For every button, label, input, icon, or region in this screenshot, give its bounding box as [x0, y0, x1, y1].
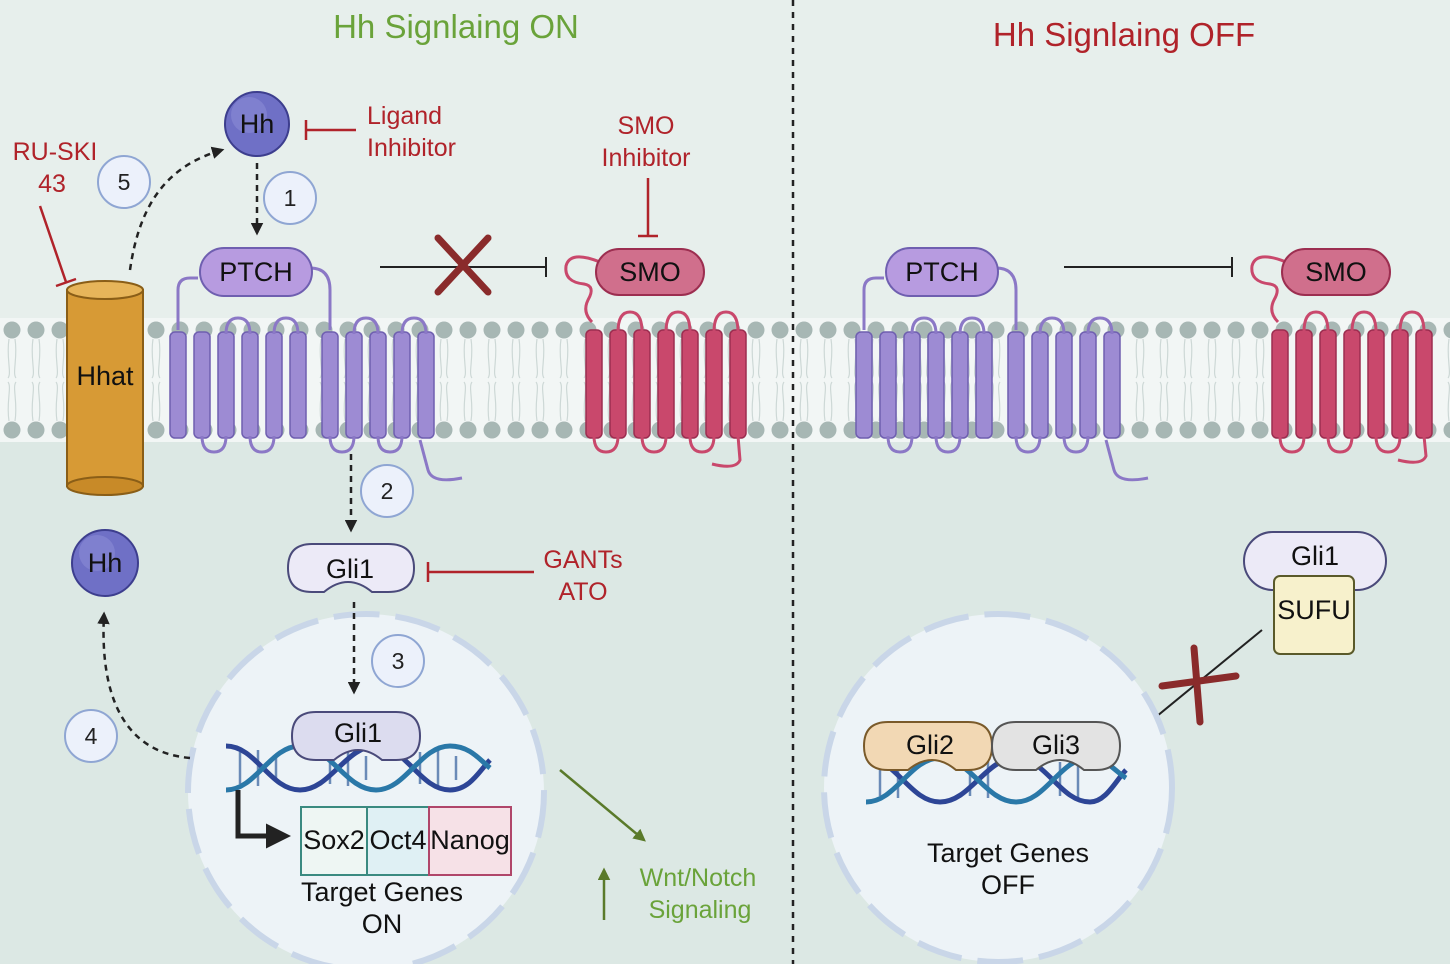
- ruski-inhibition-line: [38, 205, 77, 288]
- step4-arrow: [97, 611, 191, 760]
- smo-inhibition-line: [638, 178, 658, 238]
- hh-top-label: Hh: [240, 109, 275, 139]
- gli1-off-label: Gli1: [1291, 541, 1339, 571]
- ligand-inhibitor-line1: Ligand: [367, 102, 442, 130]
- gli1-sufu-complex: Gli1 SUFU: [1243, 531, 1387, 655]
- smo-inhibitor-line2: Inhibitor: [602, 144, 691, 172]
- gli2-repressor: Gli2: [862, 721, 994, 771]
- smo-on-label: SMO: [619, 257, 681, 287]
- wnt-notch-line2: Signaling: [649, 896, 752, 924]
- target-genes-on-line2: ON: [362, 909, 403, 939]
- step-1-label: 1: [284, 185, 297, 211]
- ruski-label-line1: RU-SKI: [13, 138, 98, 166]
- gants-label-line2: ATO: [558, 578, 607, 606]
- nanog-label: Nanog: [430, 825, 510, 855]
- gli2-label: Gli2: [906, 730, 954, 760]
- gli1-cytoplasm: Gli1: [286, 543, 416, 593]
- target-genes-off-line2: OFF: [981, 870, 1035, 900]
- gants-inhibition-line: [426, 562, 534, 582]
- step-2-label: 2: [381, 478, 394, 504]
- ptch-receptor-on: PTCH: [169, 247, 463, 482]
- wnt-notch-output-arrow: [559, 769, 646, 842]
- step5-arrow: [128, 146, 225, 271]
- transcription-arrow: [235, 790, 291, 849]
- target-genes-off-line1: Target Genes: [927, 838, 1089, 868]
- gli1-nucleus: Gli1: [290, 711, 422, 761]
- smo-inhibitor-line1: SMO: [618, 112, 675, 140]
- blocked-cross-on: [434, 234, 492, 296]
- step-4-label: 4: [85, 723, 98, 749]
- off-panel-title: Hh Signlaing OFF: [993, 16, 1255, 53]
- step-5-label: 5: [118, 169, 131, 195]
- gants-label-line1: GANTs: [543, 546, 622, 574]
- dna-helix-on: [225, 743, 492, 793]
- gli1-cyto-label: Gli1: [326, 554, 374, 584]
- ptch-receptor-off: PTCH: [855, 247, 1149, 482]
- gli3-repressor: Gli3: [990, 721, 1122, 771]
- nucleus-off: [821, 611, 1175, 964]
- smo-off-label: SMO: [1305, 257, 1367, 287]
- ligand-inhibitor-line2: Inhibitor: [367, 134, 456, 162]
- step-badge-5: 5: [97, 155, 151, 209]
- target-gene-sox2: Sox2: [300, 806, 368, 876]
- step-badge-4: 4: [64, 709, 118, 763]
- target-gene-nanog: Nanog: [428, 806, 512, 876]
- ligand-inhibition-line: [304, 120, 356, 140]
- target-genes-on-line1: Target Genes: [301, 877, 463, 907]
- ruski-label-line2: 43: [38, 170, 66, 198]
- wnt-notch-line1: Wnt/Notch: [640, 864, 757, 892]
- target-gene-oct4: Oct4: [366, 806, 430, 876]
- smo-receptor-on: SMO: [564, 248, 747, 468]
- gli3-label: Gli3: [1032, 730, 1080, 760]
- hhat-protein: Hhat: [66, 280, 144, 496]
- oct4-label: Oct4: [369, 825, 426, 855]
- ptch-smo-inhibition-off: [1064, 257, 1233, 277]
- smo-receptor-off: SMO: [1250, 248, 1433, 464]
- sox2-label: Sox2: [303, 825, 365, 855]
- ptch-on-label: PTCH: [219, 257, 293, 287]
- step-badge-2: 2: [360, 464, 414, 518]
- hhat-label: Hhat: [76, 361, 134, 391]
- hh-secreted-label: Hh: [88, 548, 123, 578]
- step-3-label: 3: [392, 648, 405, 674]
- hh-ligand-top: Hh: [224, 91, 290, 157]
- sufu-label: SUFU: [1277, 595, 1351, 625]
- step-badge-3: 3: [371, 634, 425, 688]
- step-badge-1: 1: [263, 171, 317, 225]
- gli1-nucleus-label: Gli1: [334, 718, 382, 748]
- ptch-off-label: PTCH: [905, 257, 979, 287]
- hh-ligand-secreted: Hh: [71, 529, 139, 597]
- on-panel-title: Hh Signlaing ON: [333, 8, 579, 45]
- blocked-cross-off: [1158, 644, 1240, 726]
